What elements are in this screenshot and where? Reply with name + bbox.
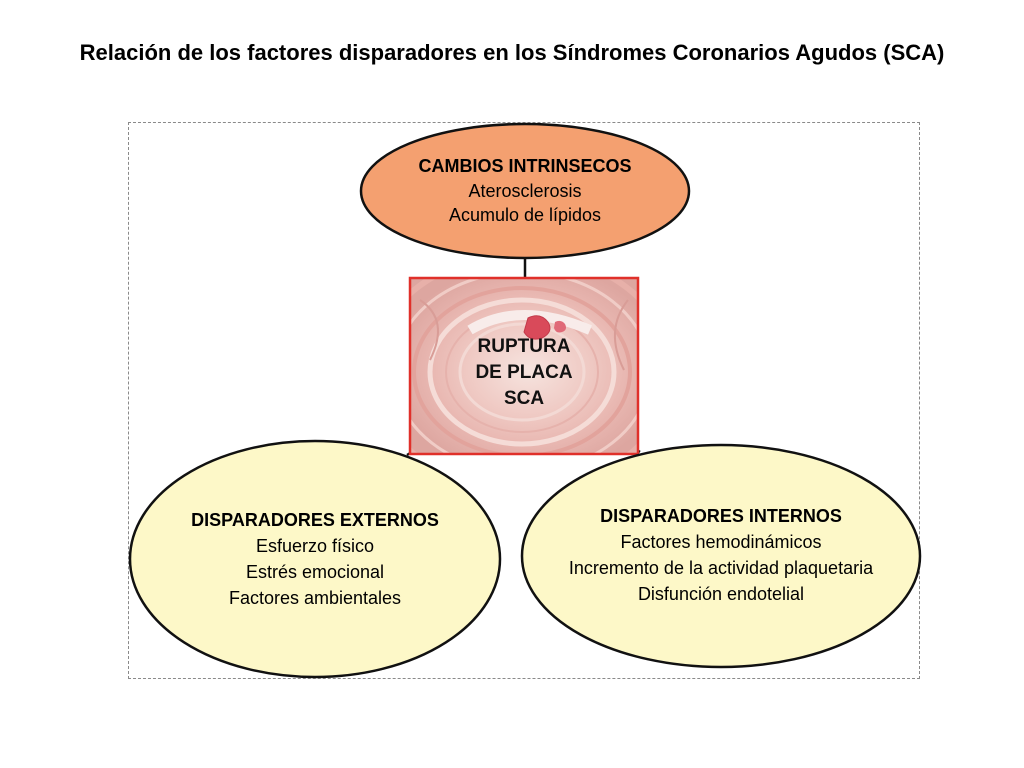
center-node-line: SCA: [503, 388, 545, 409]
node-disparadores-internos-item: Factores hemodinámicos: [620, 532, 822, 552]
node-cambios-intrinsecos-item: Aterosclerosis: [468, 181, 582, 201]
node-disparadores-externos-heading: DISPARADORES EXTERNOS: [191, 510, 439, 530]
node-cambios-intrinsecos-heading: CAMBIOS INTRINSECOS: [418, 156, 632, 176]
node-disparadores-internos-item: Disfunción endotelial: [637, 584, 805, 604]
artery-cross-section-image: [408, 276, 640, 456]
node-disparadores-externos-item: Estrés emocional: [245, 562, 385, 582]
slide-title: Relación de los factores disparadores en…: [79, 40, 945, 65]
node-disparadores-internos-item: Incremento de la actividad plaquetaria: [568, 558, 874, 578]
node-disparadores-externos: [128, 439, 502, 679]
diagram-frame: [128, 122, 920, 679]
center-node-line: RUPTURA: [477, 336, 571, 357]
center-node-text: RUPTURA DE PLACA SCA: [412, 334, 636, 412]
node-cambios-intrinsecos-text: CAMBIOS INTRINSECOS Aterosclerosis Acumu…: [361, 154, 689, 227]
center-image-border: [408, 276, 640, 456]
node-cambios-intrinsecos-item: Acumulo de lípidos: [448, 205, 602, 225]
node-disparadores-externos-item: Factores ambientales: [228, 588, 402, 608]
node-disparadores-internos: [520, 443, 922, 669]
center-node-line: DE PLACA: [475, 362, 573, 383]
node-disparadores-externos-item: Esfuerzo físico: [255, 536, 375, 556]
node-cambios-intrinsecos: [359, 122, 691, 260]
node-disparadores-internos-heading: DISPARADORES INTERNOS: [600, 506, 842, 526]
node-disparadores-internos-text: DISPARADORES INTERNOS Factores hemodinám…: [524, 504, 918, 607]
node-disparadores-externos-text: DISPARADORES EXTERNOS Esfuerzo físico Es…: [135, 508, 495, 611]
